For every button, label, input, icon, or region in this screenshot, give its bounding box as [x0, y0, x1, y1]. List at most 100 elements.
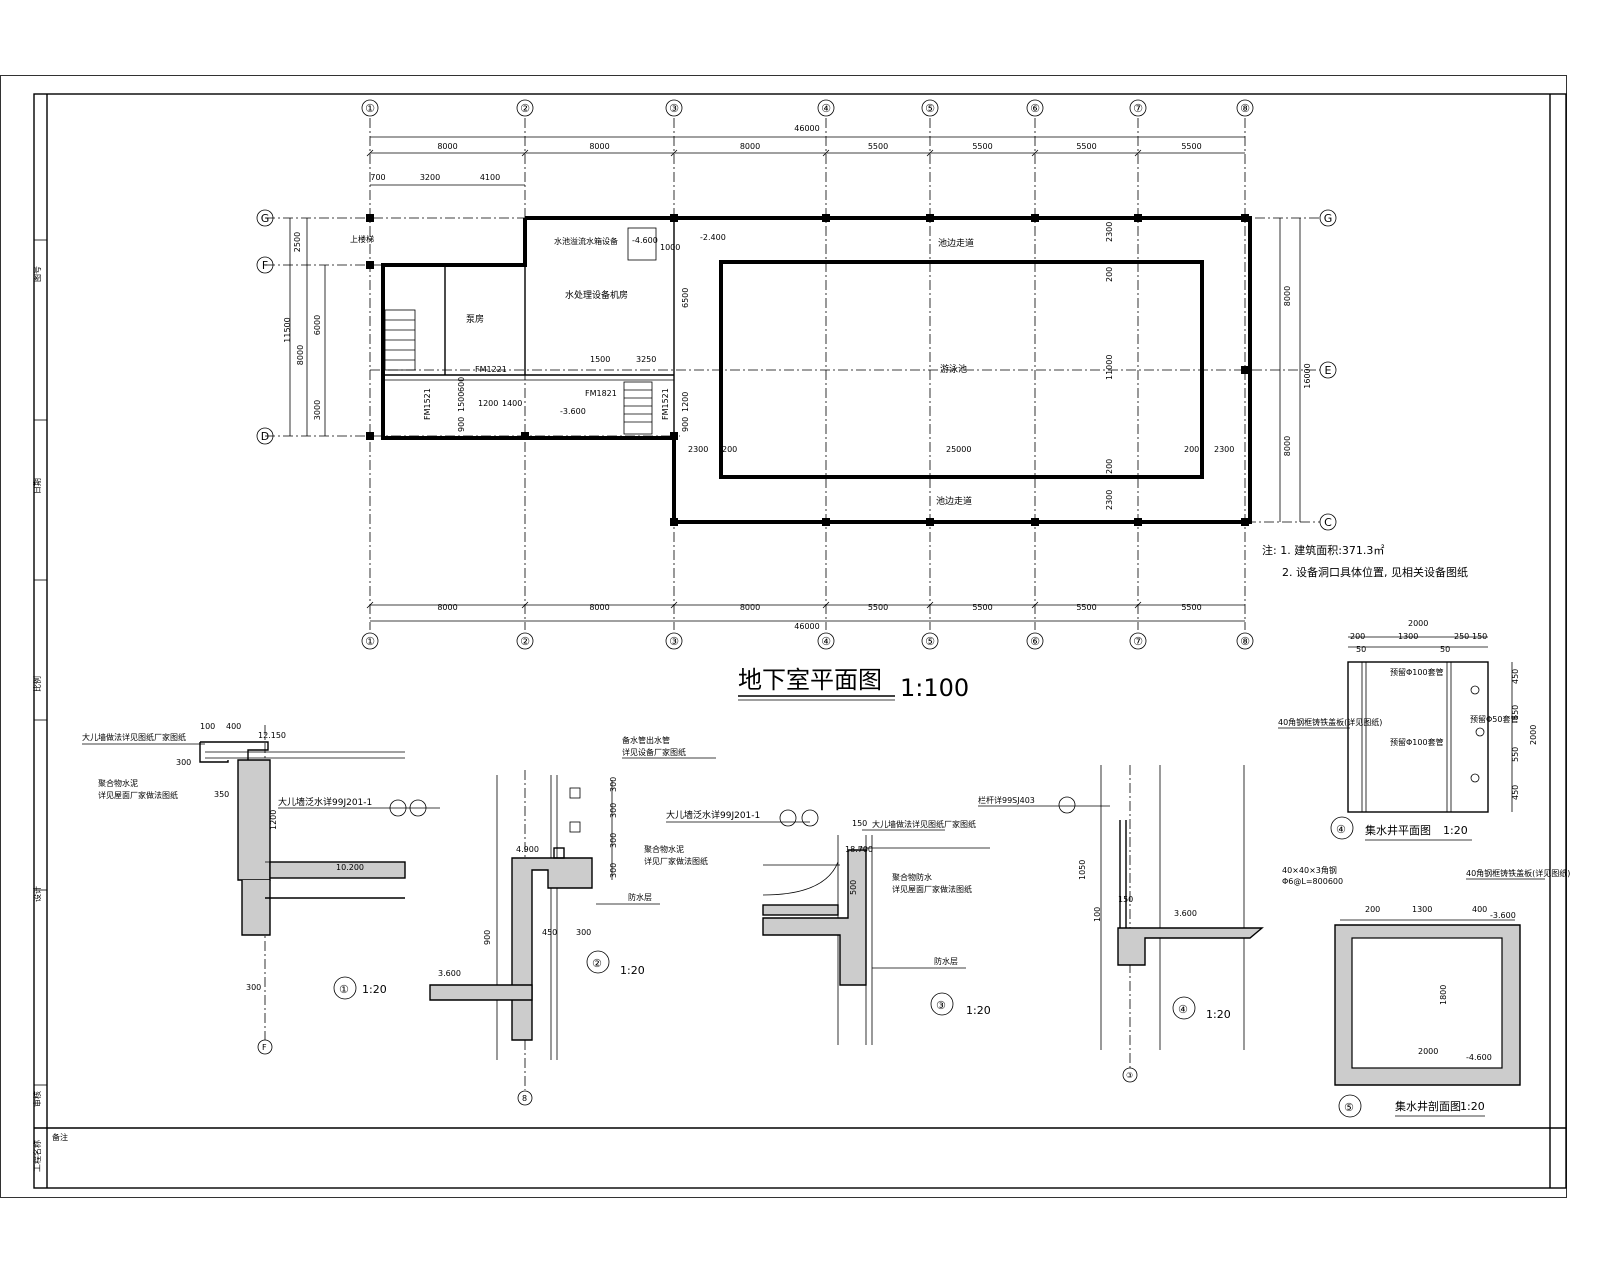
pit-plan-side3: 2000	[1529, 725, 1538, 745]
pit-sec-title: 集水井剖面图	[1395, 1099, 1461, 1113]
int-dim-3: 1200	[478, 399, 498, 408]
axis-bubble-top-5: ⑤	[925, 102, 935, 115]
d1-ref: 大儿墙泛水详99J201-1	[278, 796, 372, 808]
d3-dim-500: 500	[849, 880, 858, 895]
axis-bubble-top-1-circle	[361, 99, 379, 117]
d1-slab: 10.200	[336, 863, 364, 872]
axis-bubble-top-1: ①	[365, 102, 375, 115]
dim-total-bottom: 46000	[794, 622, 819, 631]
d1-dim-100: 100	[200, 722, 215, 731]
column-17	[1241, 518, 1249, 526]
axis-bubble-bottom-1-circle	[361, 632, 379, 650]
pit-sec-d400: 400	[1472, 905, 1487, 914]
note-2: 2. 设备洞口具体位置, 见相关设备图纸	[1282, 565, 1468, 579]
pit-plan-scale: 1:20	[1443, 824, 1468, 837]
dim-top-7: 5500	[1181, 142, 1201, 151]
pit-plan: 2000 200 1300 250 150 50 50 450 550 2000…	[1278, 619, 1538, 841]
level-1: -4.600	[632, 236, 658, 245]
axis-bubble-bottom-3: ③	[669, 635, 679, 648]
pit-sec-elev: -3.600	[1490, 911, 1516, 920]
pit-sec-scale: 1:20	[1460, 1100, 1485, 1113]
dim-bottom-3: 8000	[740, 603, 760, 612]
pool-dim-center: 11000	[1105, 355, 1114, 380]
column-10	[1134, 214, 1142, 222]
pit-plan-title: 集水井平面图	[1365, 823, 1431, 837]
pit-plan-number: ④	[1336, 823, 1346, 836]
d3-scale: 1:20	[966, 1004, 991, 1017]
d2-ref3: 聚合物水泥	[644, 844, 684, 854]
pool-dim-mid: 200	[1105, 267, 1114, 282]
axis-bubble-right-3: C	[1324, 516, 1332, 529]
d2-dim-1: 300	[609, 777, 618, 792]
d3-mat: 防水层	[934, 956, 958, 966]
axis-bubble-left-1-circle	[256, 209, 274, 227]
axis-bubble-right-3-circle	[1319, 513, 1337, 531]
dim-right-1: 8000	[1283, 286, 1292, 306]
axis-bubble-bottom-5: ⑤	[925, 635, 935, 648]
d3-dim-150: 150	[852, 819, 867, 828]
d2-dim-3: 300	[609, 833, 618, 848]
pit-plan-side2: 550	[1511, 705, 1520, 720]
pit-plan-p4: 150	[1472, 632, 1487, 641]
detail-3: 大儿墙泛水详99J201-1 大儿墙做法详见图纸厂家图纸 18.700 150 …	[666, 809, 991, 1045]
room-walkway-bottom: 池边走道	[936, 495, 972, 507]
dim-bottom-6: 5500	[1076, 603, 1096, 612]
axis-bubble-top-4: ④	[821, 102, 831, 115]
pit-plan-p2: 1300	[1398, 632, 1418, 641]
axis-bubble-bottom-8-circle	[1236, 632, 1254, 650]
d4-axis: ③	[1126, 1071, 1133, 1080]
d2-dim-4: 300	[609, 863, 618, 878]
pool-dim-w200b: 200	[1184, 445, 1199, 454]
axis-bubble-bottom-4-circle	[817, 632, 835, 650]
stair-label: 上楼梯	[350, 234, 374, 244]
column-12	[670, 518, 678, 526]
column-7	[822, 214, 830, 222]
axis-bubble-bottom-2: ②	[520, 635, 530, 648]
d1-dim-300: 300	[176, 758, 191, 767]
dim-left-1: 2500	[293, 232, 302, 252]
d1-dim-350: 350	[214, 790, 229, 799]
axis-bubble-left-3-circle	[256, 427, 274, 445]
d4-elev: 3.600	[1174, 909, 1197, 918]
d1-number: ①	[339, 983, 349, 996]
axis-bubble-top-3: ③	[669, 102, 679, 115]
dim-top-5: 5500	[972, 142, 992, 151]
pit-sec-d1800: 1800	[1439, 985, 1448, 1005]
d4-scale: 1:20	[1206, 1008, 1231, 1021]
tb-label-5: 审核	[32, 1091, 42, 1107]
pit-plan-p1: 200	[1350, 632, 1365, 641]
column-8	[926, 214, 934, 222]
d3-elev: 18.700	[845, 845, 873, 854]
level-4: 1000	[660, 243, 680, 252]
d4-dim-100: 100	[1093, 907, 1102, 922]
pit-plan-side5: 450	[1511, 785, 1520, 800]
d4-dim-150: 150	[1118, 895, 1133, 904]
axis-bubble-top-7: ⑦	[1133, 102, 1143, 115]
dim-bottom-2: 8000	[589, 603, 609, 612]
plan-title: 地下室平面图	[738, 666, 882, 694]
d3-note: 大儿墙做法详见图纸厂家图纸	[872, 819, 976, 829]
pit-sec-l1: 40×40×3角钢	[1282, 865, 1337, 875]
axis-bubble-bottom-3-circle	[665, 632, 683, 650]
tb-label-3: 比例	[32, 676, 42, 692]
int-dim-1: 1500	[590, 355, 610, 364]
dim-right-3: 8000	[1283, 436, 1292, 456]
pit-section: 40×40×3角钢 Φ6@L=800600 40角钢框铸铁盖板(详见图纸) 20…	[1282, 865, 1570, 1118]
pit-sec-d1300: 1300	[1412, 905, 1432, 914]
column-15	[1031, 518, 1039, 526]
pit-plan-p3: 250	[1454, 632, 1469, 641]
dim-left-3: 6000	[313, 315, 322, 335]
axis-bubble-right-2-circle	[1319, 361, 1337, 379]
room-walkway-top: 池边走道	[938, 237, 974, 249]
door-3: FM1521	[423, 388, 432, 420]
door-1: FM1221	[475, 365, 507, 374]
column-11	[1241, 214, 1249, 222]
axis-bubble-bottom-7-circle	[1129, 632, 1147, 650]
d2-ref1: 备水管出水管	[622, 735, 670, 745]
axis-bubble-top-5-circle	[921, 99, 939, 117]
column-16	[1134, 518, 1142, 526]
title-block: 图号 日期 比例 设计 审核 工程名称 备注	[32, 239, 68, 1172]
d3-note3: 详见屋面厂家做法图纸	[892, 884, 972, 894]
